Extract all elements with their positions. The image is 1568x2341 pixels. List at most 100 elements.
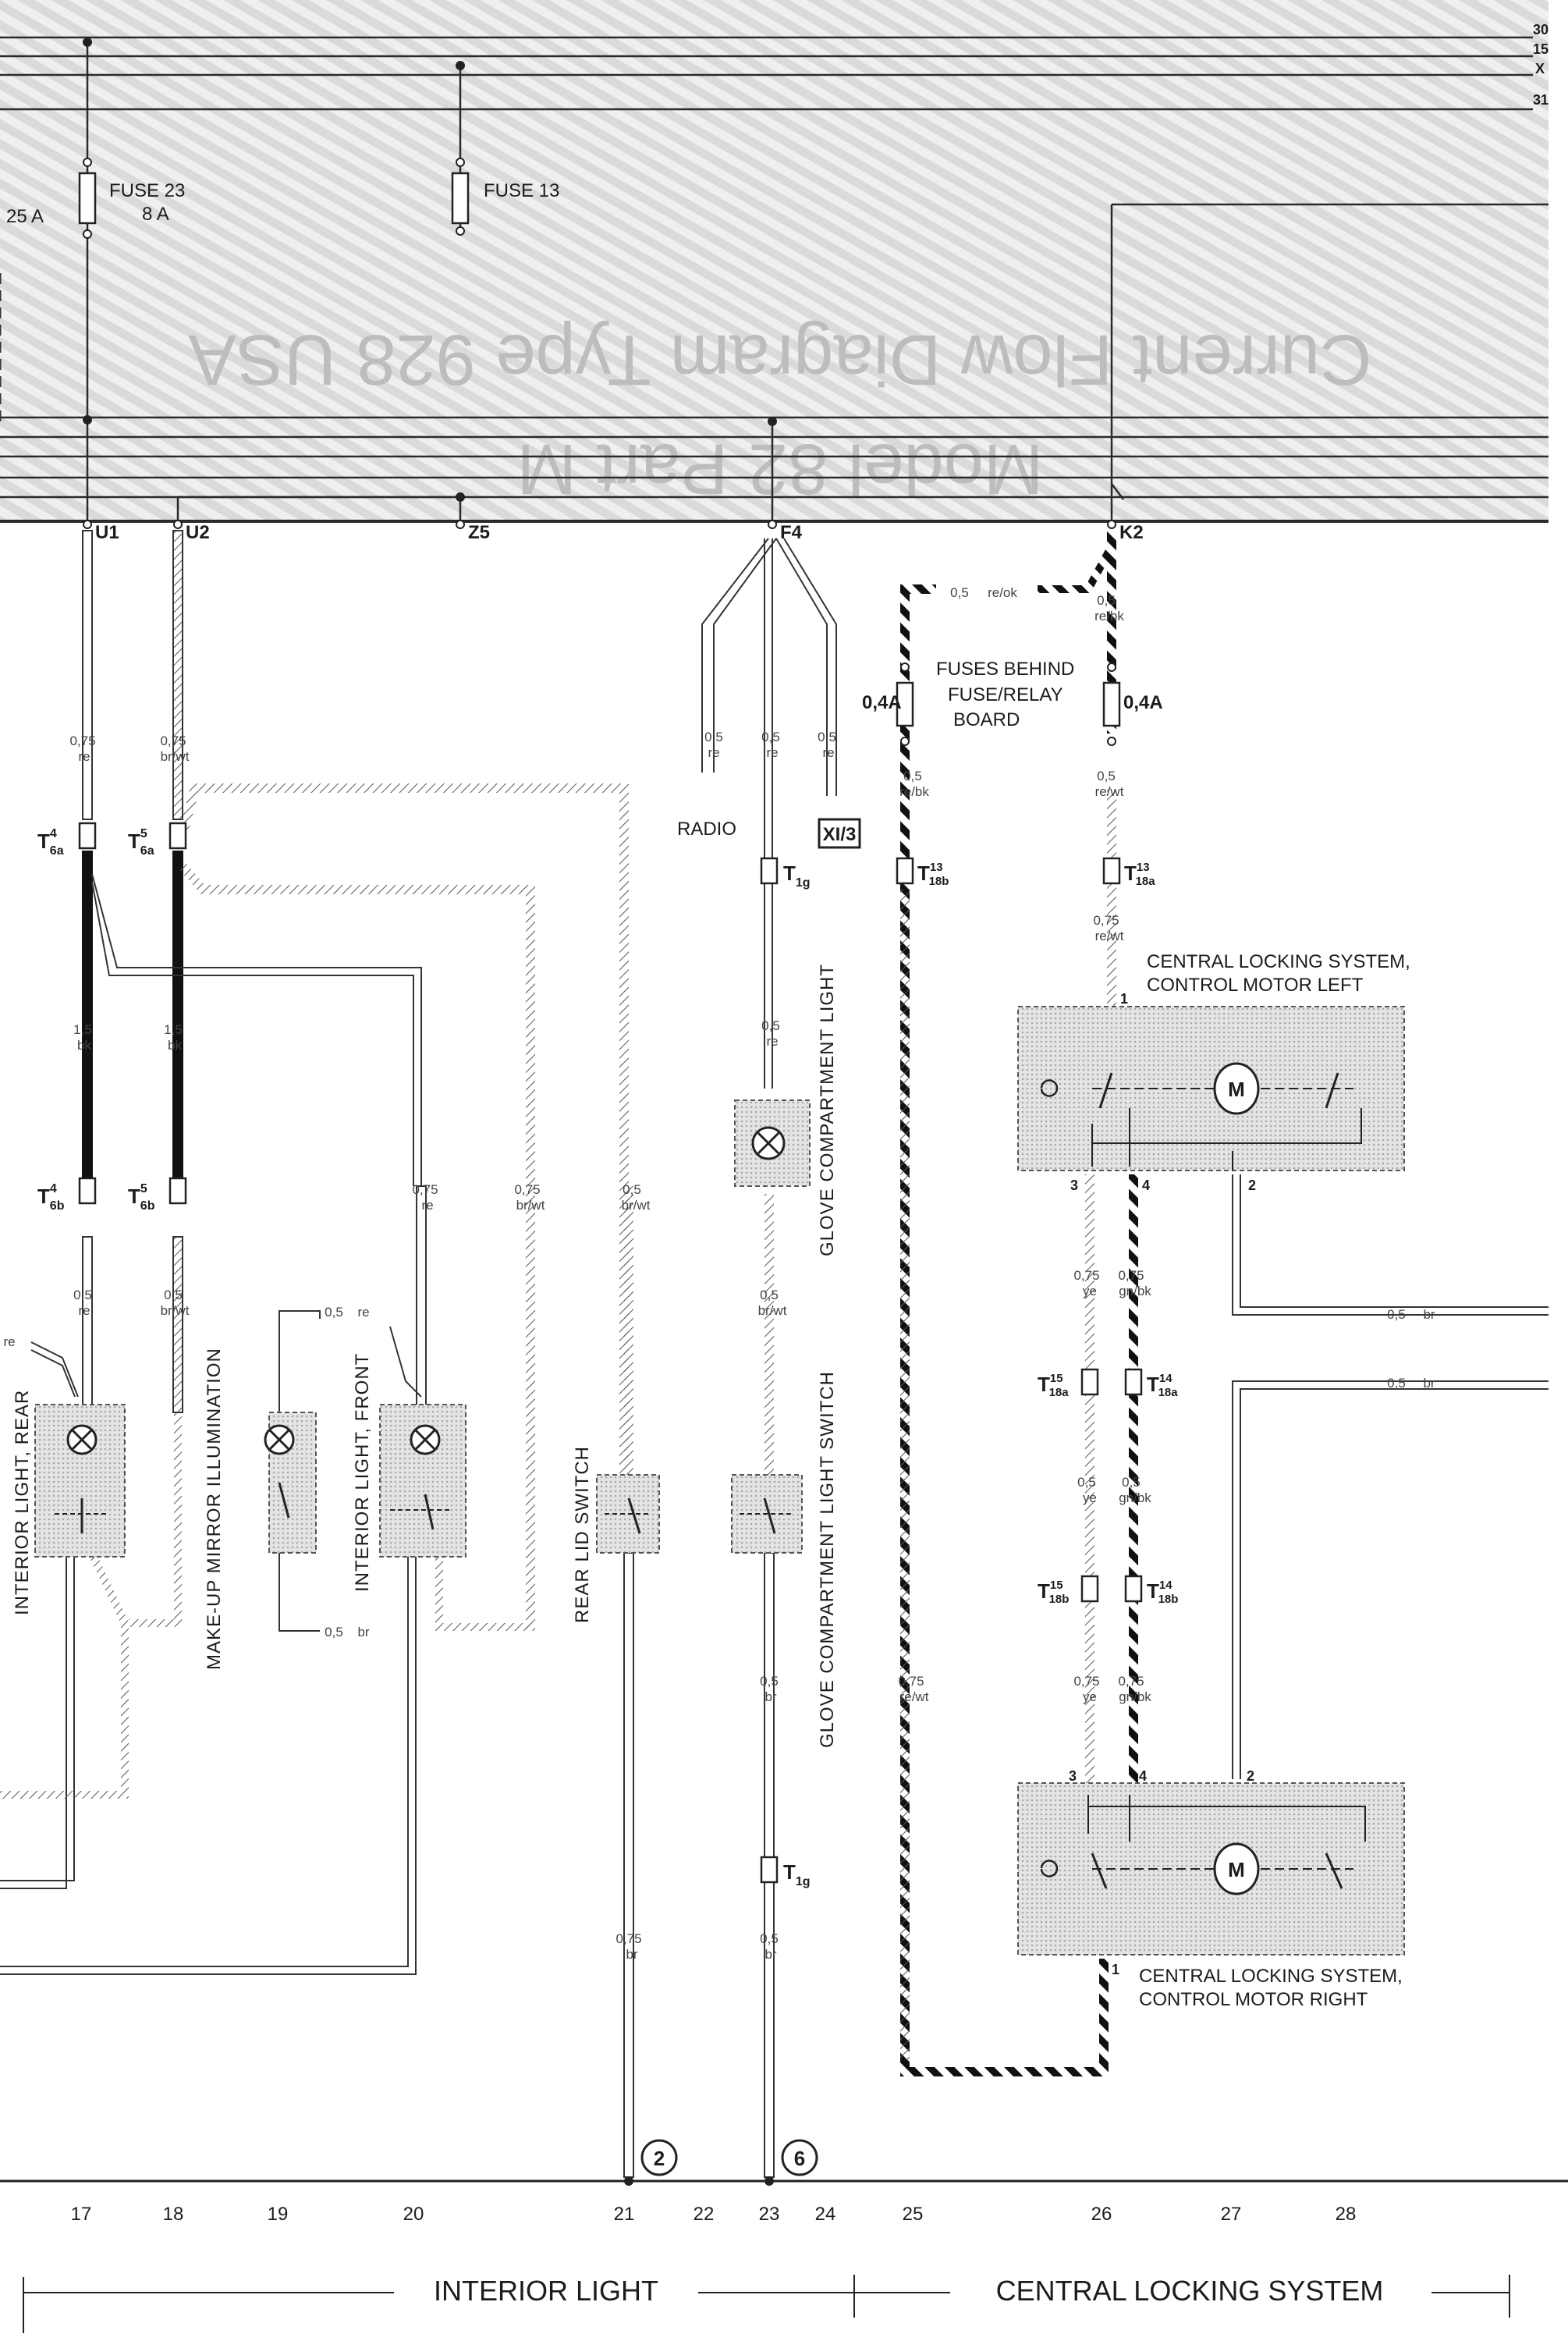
wire-size: 0,75 (160, 734, 186, 748)
ground-point-2: 2 (654, 2147, 665, 2170)
wire-size: 0,5 (760, 1674, 779, 1689)
column-number: 21 (614, 2204, 635, 2225)
glove-compartment-switch: GLOVE COMPARTMENT LIGHT SWITCH (731, 1371, 838, 1748)
wire-color: re/bk (1094, 609, 1124, 623)
header-band: Current Flow Diagram Type 928 USA Model … (0, 0, 1548, 521)
rail-label-x: X (1535, 61, 1545, 76)
wire-size: 0,5 (761, 1018, 780, 1033)
motor-left-pin4: 4 (1142, 1178, 1150, 1193)
wire-color: br (1423, 1307, 1435, 1322)
wire-size: 0,75 (1118, 1674, 1144, 1689)
fuse-13-name: FUSE 13 (484, 180, 559, 201)
wire-color: re/ok (988, 585, 1017, 600)
interior-light-rear-label: INTERIOR LIGHT, REAR (12, 1390, 33, 1615)
motor-right-pin1: 1 (1112, 1962, 1119, 1977)
wire-color: br/wt (516, 1198, 545, 1213)
wire-color: re (78, 749, 90, 764)
wire-color: gn/bk (1119, 1490, 1151, 1505)
glove-light-label: GLOVE COMPARTMENT LIGHT (817, 964, 838, 1256)
wire-size: 0,5 (1387, 1376, 1406, 1391)
wire-size: 0,5 (903, 769, 922, 783)
wire-size: 0,5 (950, 585, 969, 600)
wire-size: 0,5 (1097, 769, 1116, 783)
wire-size: 0,75 (1073, 1674, 1099, 1689)
column-number: 22 (694, 2204, 715, 2225)
radio-label: RADIO (677, 819, 736, 840)
motor-right-pin2: 2 (1247, 1768, 1254, 1784)
motor-right-pin3: 3 (1069, 1768, 1077, 1784)
wire-size: 0,75 (1093, 913, 1119, 928)
fuse-board-line3: BOARD (953, 709, 1020, 730)
wire-size: 0,75 (514, 1182, 540, 1197)
wire-color: bk (168, 1038, 182, 1053)
wire-color: br (357, 1625, 369, 1639)
wire-size: 0,5 (325, 1305, 343, 1320)
motor-right-line2: CONTROL MOTOR RIGHT (1139, 1989, 1368, 2010)
wire-color: re (766, 1034, 778, 1049)
wire-color: ye (1083, 1284, 1097, 1298)
small-fuse-left-rating: 0,4A (862, 692, 902, 713)
small-fuse-right-rating: 0,4A (1123, 692, 1163, 713)
wire-color: re/wt (1095, 929, 1124, 943)
wire-color: re/wt (900, 1689, 929, 1704)
wire-color: re (78, 1303, 90, 1318)
wire-color: re (357, 1305, 369, 1320)
fuse-board-line2: FUSE/RELAY (948, 684, 1063, 705)
wire-size: 1,5 (73, 1022, 92, 1037)
glove-compartment-light: GLOVE COMPARTMENT LIGHT (734, 964, 838, 1256)
column-number: 26 (1091, 2204, 1112, 2225)
wiring-interior (0, 530, 634, 2178)
motor-left-pin2: 2 (1248, 1178, 1256, 1193)
wire-size: 1,5 (164, 1022, 183, 1037)
motor-right-pin4: 4 (1139, 1768, 1147, 1784)
wire-color: re (822, 745, 834, 760)
fuse-partial-left: 25 A (0, 206, 44, 421)
terminal-k2: K2 (1119, 522, 1144, 543)
wire-color: re (766, 745, 778, 760)
column-number: 27 (1221, 2204, 1242, 2225)
wire-color: br (1423, 1376, 1435, 1391)
connector-t1g-bottom: T1g (760, 1856, 811, 1888)
radio-block: RADIO XI/3 (677, 818, 861, 849)
terminal-u2: U2 (186, 522, 210, 543)
section-interior-light: INTERIOR LIGHT (434, 2275, 658, 2307)
small-fuses: 0,4A 0,4A FUSES BEHIND FUSE/RELAY BOARD (862, 659, 1163, 746)
svg-text:T1g: T1g (783, 861, 811, 890)
column-number: 25 (903, 2204, 924, 2225)
wire-size: 0,5 (325, 1625, 343, 1639)
control-motor-left: M CENTRAL LOCKING SYSTEM, CONTROL MOTOR … (1017, 951, 1410, 1193)
wire-size: 0,5 (73, 1288, 92, 1302)
wire-size: 0,5 (1122, 1475, 1141, 1490)
column-number: 23 (759, 2204, 780, 2225)
wire-size: 0,75 (898, 1674, 924, 1689)
wire-labels: 0,75 re 0,75 br/wt 1,5 bk 1,5 bk 0,5 re … (3, 585, 1435, 1962)
column-number: 24 (815, 2204, 836, 2225)
watermark-line1: Current Flow Diagram Type 928 USA (188, 320, 1372, 400)
wire-size: 0,5 (761, 730, 780, 744)
fuse-board-line1: FUSES BEHIND (936, 659, 1074, 680)
plug-xi3-label: XI/3 (823, 824, 857, 845)
rail-label-31: 31 (1533, 92, 1548, 108)
interior-light-front-label: INTERIOR LIGHT, FRONT (352, 1353, 373, 1592)
motor-left-line2: CONTROL MOTOR LEFT (1147, 975, 1364, 996)
wire-color: gn/bk (1119, 1284, 1151, 1298)
wiring-central-locking (900, 531, 1548, 2076)
wire-size: 0,5 (818, 730, 836, 744)
wire-color: br/wt (161, 1303, 190, 1318)
motor-left-pin1: 1 (1120, 991, 1128, 1007)
wire-color: bk (77, 1038, 91, 1053)
rail-labels: 30 15 X 31 (1533, 22, 1548, 108)
svg-text:T1g: T1g (783, 1860, 811, 1888)
